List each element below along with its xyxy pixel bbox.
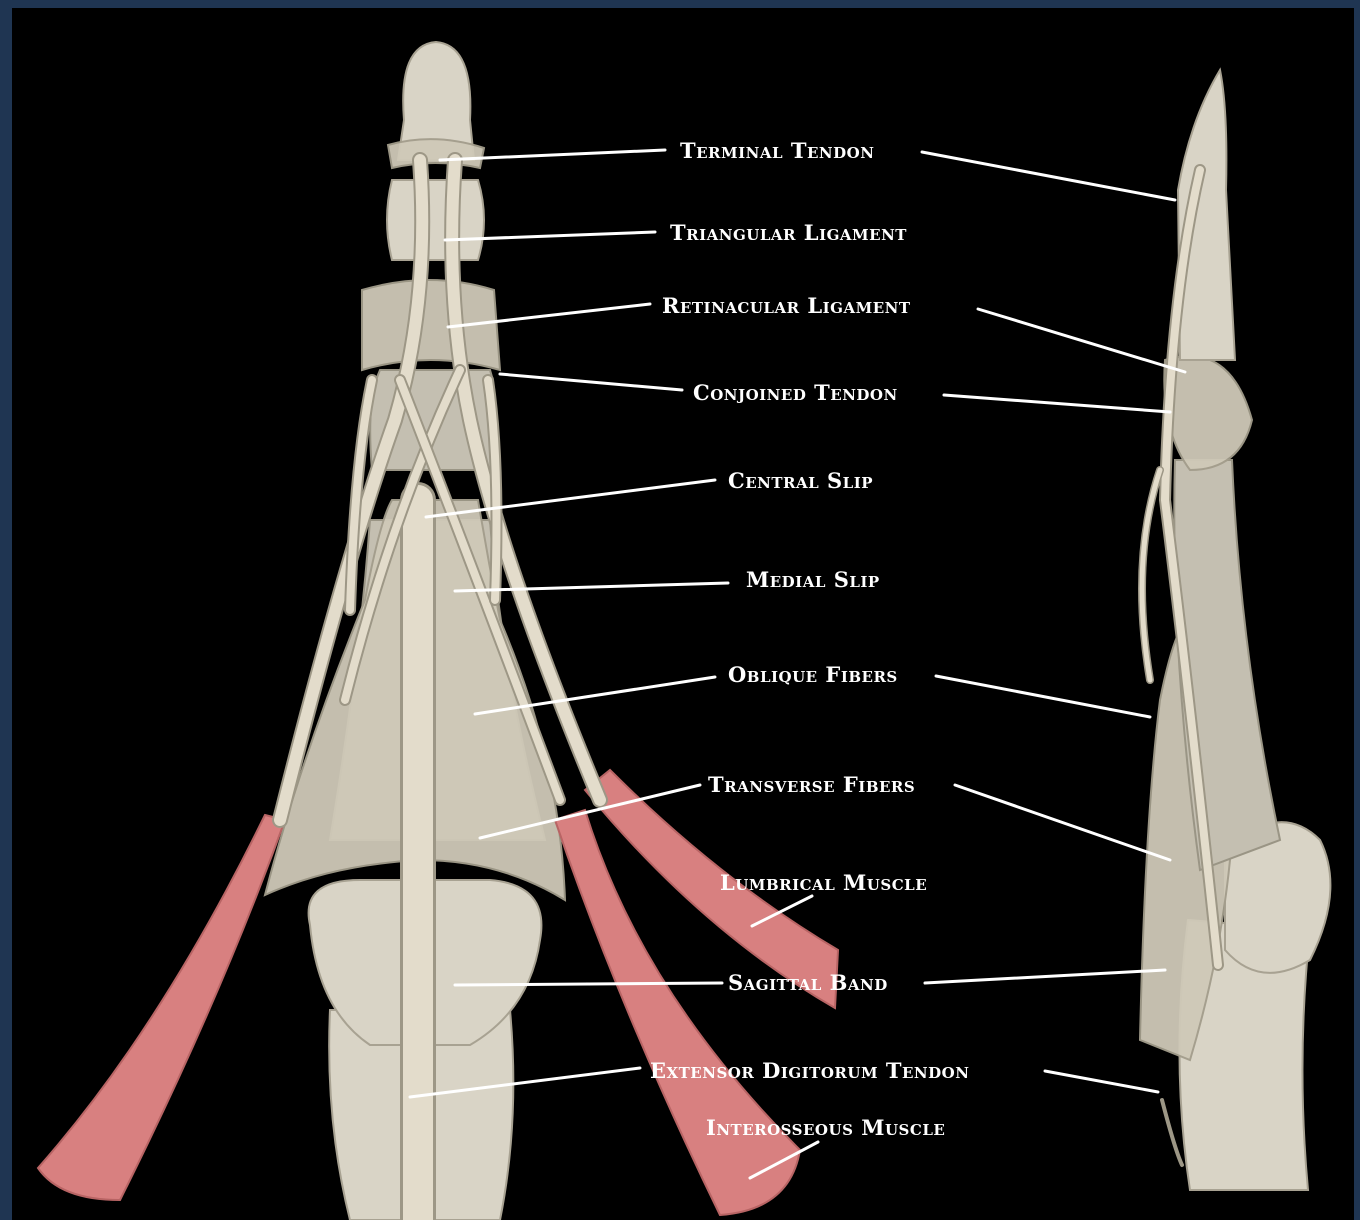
label-retinacular-ligament: Retinacular Ligament <box>662 293 911 318</box>
leader-sagittal-band-left <box>455 983 722 985</box>
label-triangular-ligament: Triangular Ligament <box>670 220 907 245</box>
label-terminal-tendon: Terminal Tendon <box>680 138 874 163</box>
label-lumbrical-muscle: Lumbrical Muscle <box>720 870 927 895</box>
label-transverse-fibers: Transverse Fibers <box>708 772 915 797</box>
distal-phalanx <box>387 180 484 260</box>
terminal-tendon-cap <box>388 139 484 168</box>
label-sagittal-band: Sagittal Band <box>728 970 888 995</box>
label-medial-slip: Medial Slip <box>746 567 880 592</box>
label-conjoined-tendon: Conjoined Tendon <box>693 380 898 405</box>
label-interosseous-muscle: Interosseous Muscle <box>706 1115 945 1140</box>
retinacular-band <box>362 280 500 370</box>
label-extensor-digitorum-tendon: Extensor Digitorum Tendon <box>650 1058 969 1083</box>
label-central-slip: Central Slip <box>728 468 873 493</box>
label-oblique-fibers: Oblique Fibers <box>728 662 898 687</box>
